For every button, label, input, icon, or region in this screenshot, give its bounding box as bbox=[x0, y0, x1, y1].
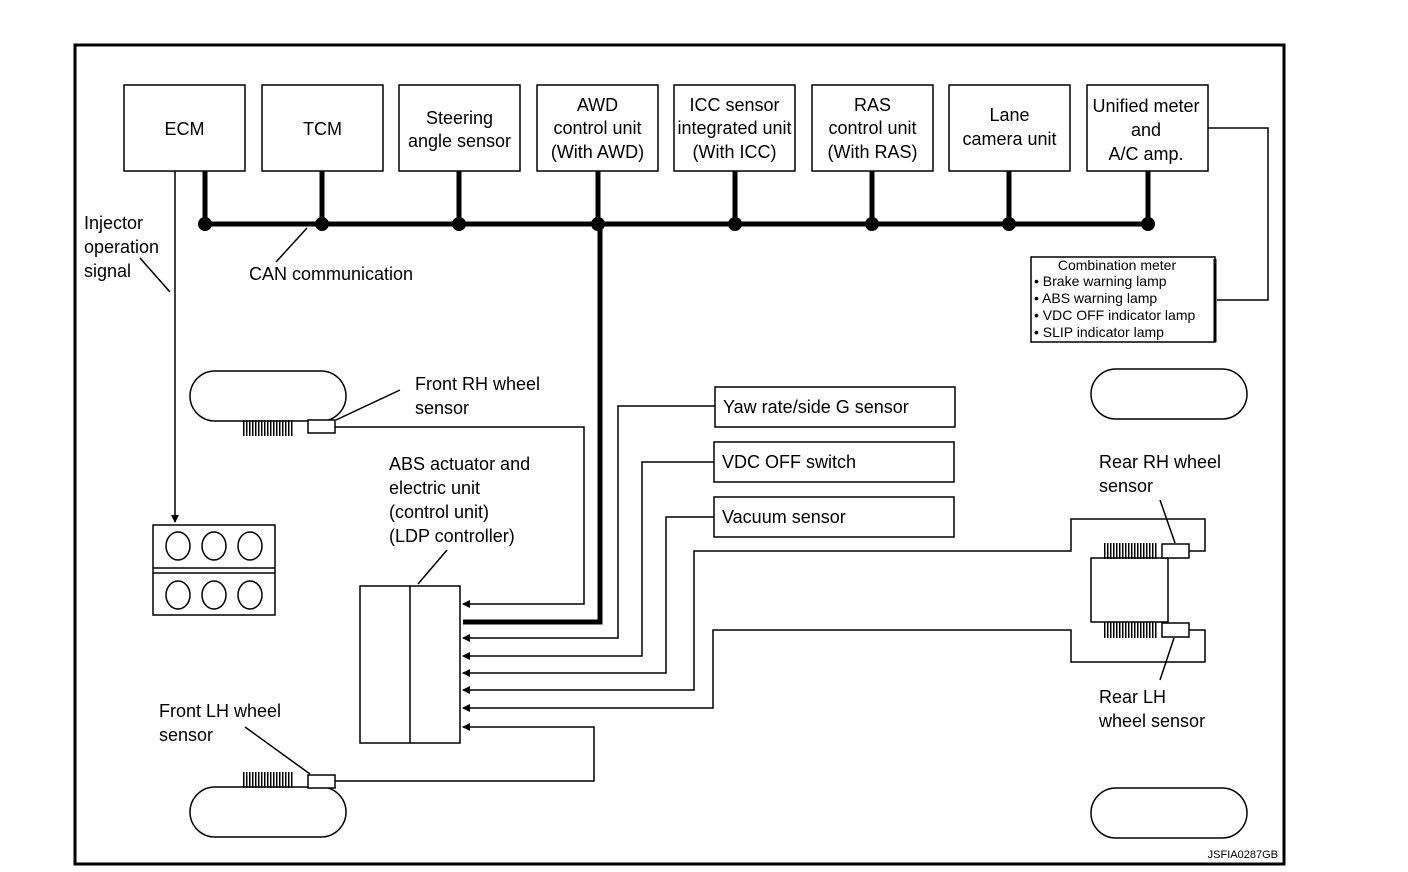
module-icc-sensor-unit: ICC sensor integrated unit (With ICC) bbox=[673, 84, 796, 172]
module-ras-control-unit: RAS control unit (With RAS) bbox=[811, 84, 934, 172]
diagram-frame bbox=[73, 43, 1286, 866]
can-communication-label: CAN communication bbox=[249, 264, 413, 284]
vacuum-sensor-box: Vacuum sensor bbox=[713, 496, 955, 538]
injector-label-line3: signal bbox=[84, 261, 131, 281]
module-ecm-label: ECM bbox=[165, 119, 205, 139]
combination-meter-item: • SLIP indicator lamp bbox=[1034, 324, 1164, 340]
module-awd-control-unit: AWD control unit (With AWD) bbox=[536, 84, 659, 172]
module-ecm: ECM bbox=[123, 84, 246, 172]
module-tcm-label: TCM bbox=[303, 119, 342, 139]
rear-differential-icon bbox=[1090, 557, 1169, 623]
meter-label-line2: and bbox=[1131, 120, 1161, 140]
ras-label-line1: RAS bbox=[854, 95, 891, 115]
vdc-off-signal-line bbox=[462, 461, 714, 660]
front-lh-leader-line bbox=[244, 726, 311, 775]
lane-label-line2: camera unit bbox=[962, 129, 1056, 149]
rear-lh-label-line2: wheel sensor bbox=[1098, 711, 1205, 731]
front-lh-tone-ring-icon bbox=[243, 772, 293, 788]
module-lane-camera-unit: Lane camera unit bbox=[948, 84, 1071, 172]
rear-rh-sensor-icon bbox=[1161, 543, 1190, 559]
front-rh-tone-ring-icon bbox=[243, 420, 293, 436]
rear-rh-tone-ring-icon bbox=[1104, 543, 1157, 559]
rear-rh-label-line1: Rear RH wheel bbox=[1099, 452, 1221, 472]
awd-label-line3: (With AWD) bbox=[551, 142, 644, 162]
icc-label-line1: ICC sensor bbox=[689, 95, 779, 115]
engine-cylinders-icon bbox=[152, 524, 276, 616]
steering-label-line2: angle sensor bbox=[408, 131, 511, 151]
combination-meter-item: • Brake warning lamp bbox=[1034, 273, 1167, 289]
front-rh-sensor-icon bbox=[307, 419, 336, 434]
rear-lh-wheel bbox=[1090, 787, 1248, 839]
abs-label-line2: electric unit bbox=[389, 478, 480, 498]
rear-rh-signal-line bbox=[462, 518, 1206, 694]
ras-label-line3: (With RAS) bbox=[828, 142, 918, 162]
meter-connection-line bbox=[1208, 127, 1269, 301]
front-rh-wheel bbox=[189, 370, 347, 422]
icc-label-line2: integrated unit bbox=[677, 118, 791, 138]
rear-lh-sensor-icon bbox=[1161, 622, 1190, 638]
abs-label-line1: ABS actuator and bbox=[389, 454, 530, 474]
vdc-off-switch-label: VDC OFF switch bbox=[722, 452, 856, 472]
can-bus bbox=[202, 171, 1151, 625]
figure-id: JSFIA0287GB bbox=[1208, 849, 1278, 861]
front-rh-leader-line bbox=[335, 389, 401, 421]
icc-label-line3: (With ICC) bbox=[693, 142, 777, 162]
injector-label-line1: Injector bbox=[84, 213, 143, 233]
module-unified-meter: Unified meter and A/C amp. bbox=[1086, 84, 1209, 172]
meter-label-line1: Unified meter bbox=[1092, 96, 1199, 116]
injector-label-line2: operation bbox=[84, 237, 159, 257]
combination-meter-title: Combination meter bbox=[1058, 257, 1177, 273]
front-lh-signal-line bbox=[335, 723, 595, 782]
meter-label-line3: A/C amp. bbox=[1108, 144, 1183, 164]
yaw-rate-sensor-box: Yaw rate/side G sensor bbox=[714, 386, 956, 428]
lane-label-line1: Lane bbox=[989, 105, 1029, 125]
front-rh-label-line2: sensor bbox=[415, 398, 469, 418]
rear-lh-label-line1: Rear LH bbox=[1099, 687, 1166, 707]
vacuum-sensor-label: Vacuum sensor bbox=[722, 507, 846, 527]
front-rh-signal-line bbox=[335, 426, 585, 608]
abs-label-line4: (LDP controller) bbox=[389, 526, 515, 546]
front-rh-label-line1: Front RH wheel bbox=[415, 374, 540, 394]
vacuum-signal-line bbox=[462, 516, 714, 677]
yaw-rate-sensor-label: Yaw rate/side G sensor bbox=[723, 397, 909, 417]
combination-meter-box: Combination meter • Brake warning lamp •… bbox=[1030, 256, 1217, 343]
module-tcm: TCM bbox=[261, 84, 384, 172]
rear-rh-leader-line bbox=[1159, 499, 1176, 544]
combination-meter-item: • ABS warning lamp bbox=[1034, 290, 1157, 306]
injector-leader-line bbox=[139, 257, 171, 293]
front-lh-label-line2: sensor bbox=[159, 725, 213, 745]
front-lh-sensor-icon bbox=[307, 774, 336, 789]
abs-leader-line bbox=[417, 549, 448, 585]
front-lh-wheel bbox=[189, 786, 347, 838]
rear-rh-wheel bbox=[1090, 368, 1248, 420]
module-steering-angle-sensor: Steering angle sensor bbox=[398, 84, 521, 172]
awd-label-line1: AWD bbox=[577, 95, 618, 115]
vdc-off-switch-box: VDC OFF switch bbox=[713, 441, 955, 483]
awd-label-line2: control unit bbox=[553, 118, 641, 138]
front-lh-label-line1: Front LH wheel bbox=[159, 701, 281, 721]
rear-lh-signal-line bbox=[462, 629, 1206, 712]
can-bus-junctions bbox=[198, 217, 1155, 231]
steering-label-line1: Steering bbox=[426, 108, 493, 128]
abs-actuator-unit bbox=[359, 585, 461, 744]
rear-lh-tone-ring-icon bbox=[1104, 622, 1157, 638]
yaw-rate-signal-line bbox=[462, 405, 715, 642]
combination-meter-item: • VDC OFF indicator lamp bbox=[1034, 307, 1195, 323]
rear-rh-label-line2: sensor bbox=[1099, 476, 1153, 496]
can-leader-line bbox=[275, 227, 308, 263]
ras-label-line2: control unit bbox=[828, 118, 916, 138]
rear-lh-leader-line bbox=[1159, 637, 1175, 681]
abs-label-line3: (control unit) bbox=[389, 502, 489, 522]
